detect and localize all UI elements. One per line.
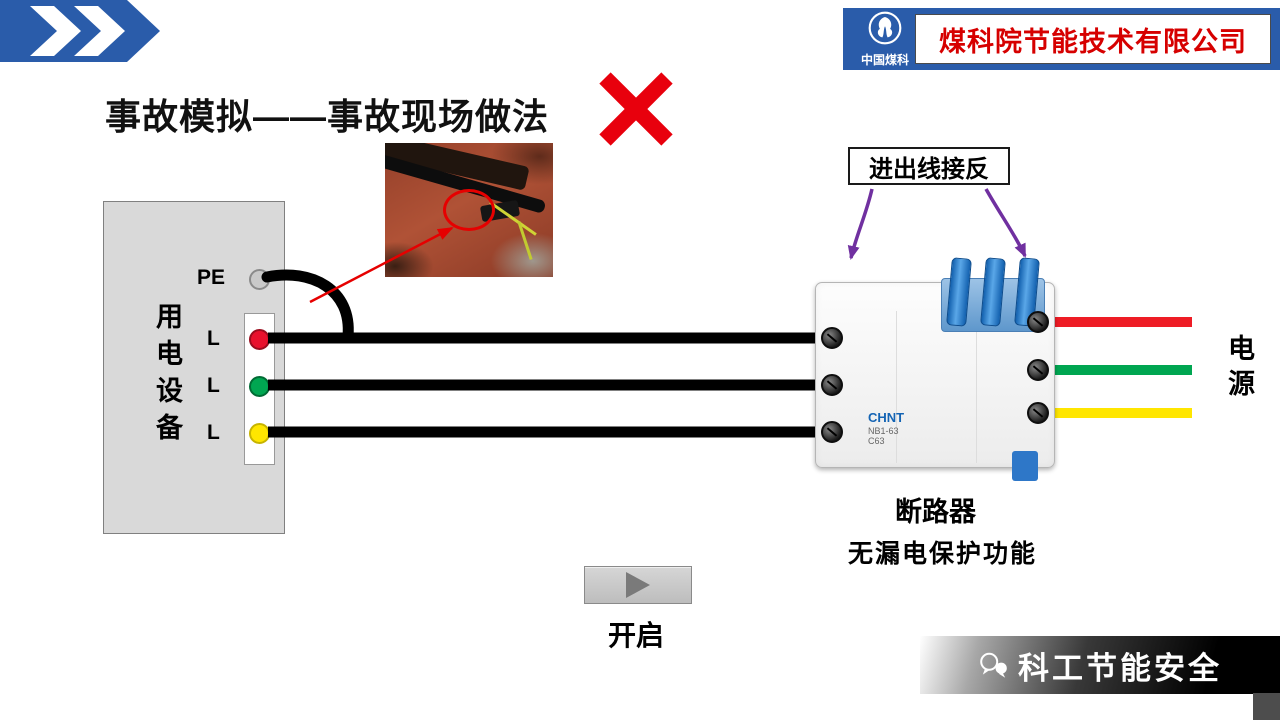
power-source-label: 电源 <box>1224 334 1254 404</box>
annotation-circle-icon <box>443 189 495 231</box>
play-button[interactable] <box>584 566 692 604</box>
breaker-markings: CHNT NB1-63 C63 <box>868 410 905 447</box>
terminal-pe-dot <box>249 269 270 290</box>
accident-photo <box>385 143 553 277</box>
screw-icon <box>1027 311 1049 333</box>
device-box: 用电设备 PE L L L <box>103 201 285 534</box>
screw-icon <box>821 374 843 396</box>
circuit-breaker: CHNT NB1-63 C63 <box>815 257 1055 481</box>
terminal-l3-dot <box>249 423 270 444</box>
china-coal-logo-icon <box>868 11 902 45</box>
corner-square <box>1253 693 1280 720</box>
screw-icon <box>1027 359 1049 381</box>
purple-arrow-right <box>984 188 1027 258</box>
breaker-pole-divider <box>896 311 897 463</box>
page-title: 事故模拟——事故现场做法 <box>105 96 550 137</box>
header-bar: 中国煤科 煤科院节能技术有限公司 <box>843 8 1280 70</box>
play-button-label: 开启 <box>608 620 665 651</box>
screw-icon <box>821 327 843 349</box>
logo-text: 中国煤科 <box>860 53 909 67</box>
error-cross-icon <box>595 68 677 155</box>
header-chevrons <box>0 0 175 62</box>
chevron-icon <box>0 0 160 62</box>
watermark-text: 科工节能安全 <box>1018 650 1222 686</box>
play-icon <box>626 572 650 598</box>
company-name-box: 煤科院节能技术有限公司 <box>915 14 1271 64</box>
breaker-note: 无漏电保护功能 <box>848 541 1038 568</box>
terminal-l1-label: L <box>207 327 220 350</box>
company-name: 煤科院节能技术有限公司 <box>939 26 1247 57</box>
terminal-l2-label: L <box>207 374 220 397</box>
breaker-label: 断路器 <box>895 497 976 527</box>
terminal-l2-dot <box>249 376 270 397</box>
annotation-box: 进出线接反 <box>848 147 1010 185</box>
logo-block: 中国煤科 <box>855 11 915 67</box>
annotation-label: 进出线接反 <box>869 155 989 183</box>
device-label: 用电设备 <box>152 302 182 450</box>
screw-icon <box>1027 402 1049 424</box>
watermark-band: 科工节能安全 <box>920 636 1280 694</box>
terminal-pe-label: PE <box>197 266 226 289</box>
screw-icon <box>821 421 843 443</box>
purple-arrow-left <box>847 188 874 260</box>
breaker-pole-divider <box>976 311 977 463</box>
terminal-l1-dot <box>249 329 270 350</box>
terminal-l3-label: L <box>207 421 220 444</box>
breaker-rating: C63 <box>868 436 885 447</box>
breaker-model: NB1-63 <box>868 425 899 436</box>
wechat-icon <box>980 652 1007 678</box>
breaker-blue-tag <box>1012 451 1038 481</box>
breaker-brand: CHNT <box>868 410 905 425</box>
